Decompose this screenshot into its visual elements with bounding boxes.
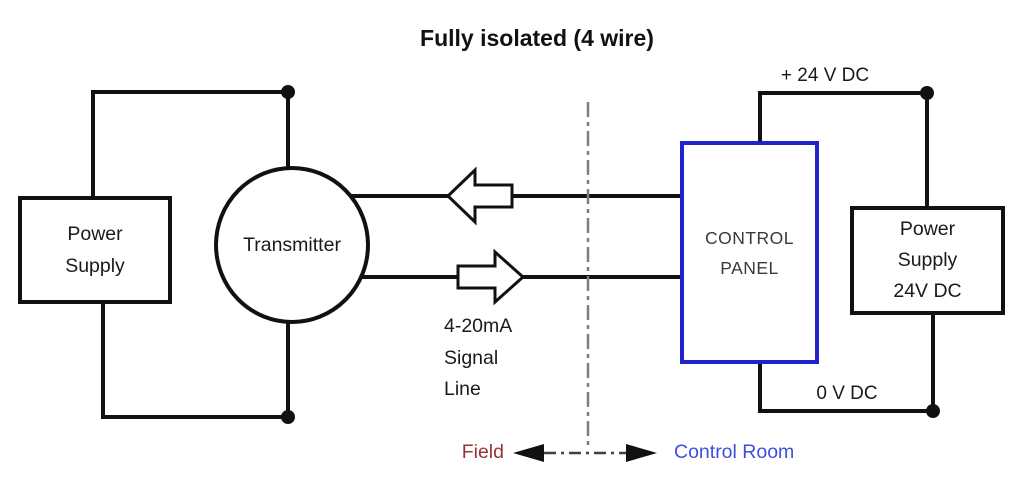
- plus-24v-dc-label: + 24 V DC: [780, 65, 870, 86]
- signal-line-label-line1: 4-20mA: [444, 315, 513, 337]
- right-power-supply-line1: Power: [899, 218, 956, 240]
- left-power-supply-label: Power Supply: [20, 198, 170, 302]
- wire-left-top-loop: [91, 90, 290, 198]
- control-panel-line1: CONTROL: [704, 227, 795, 248]
- wire-right-top-loop: [758, 91, 927, 143]
- junction-dot-bottom-left: [281, 410, 295, 424]
- control-panel-box: [680, 141, 819, 364]
- right-power-supply-line2: Supply: [897, 249, 958, 271]
- signal-line-label-line3: Line: [444, 378, 481, 400]
- right-power-supply-line3: 24V DC: [893, 280, 962, 302]
- transmitter-label: Transmitter: [243, 233, 341, 256]
- transmitter-circle: [214, 166, 370, 324]
- legend-arrow-left-icon: [513, 444, 544, 462]
- left-power-supply-line2: Supply: [65, 255, 125, 277]
- legend-arrow-right-icon: [626, 444, 657, 462]
- wire-right-bottom-loop: [758, 362, 933, 413]
- signal-line-label-line2: Signal: [444, 346, 499, 369]
- junction-dot-top-right: [920, 86, 934, 100]
- zero-v-dc-label: 0 V DC: [816, 383, 878, 404]
- arrow-right-icon: [456, 248, 526, 306]
- right-power-supply-box: [850, 206, 1005, 315]
- arrow-left-icon: [445, 166, 514, 226]
- control-panel-line2: PANEL: [720, 257, 779, 278]
- left-power-supply-box: [18, 196, 172, 304]
- junction-dot-bottom-right: [926, 404, 940, 418]
- control-room-label: Control Room: [674, 441, 795, 463]
- junction-dot-top-left: [281, 85, 295, 99]
- control-panel-label: CONTROL PANEL: [682, 143, 817, 362]
- left-power-supply-line1: Power: [67, 223, 123, 245]
- right-power-supply-label: Power Supply 24V DC: [852, 208, 1003, 313]
- wire-left-bottom-loop: [101, 302, 290, 419]
- field-label: Field: [461, 441, 504, 463]
- signal-line-label: 4-20mA Signal Line: [444, 311, 512, 406]
- diagram-title: Fully isolated (4 wire): [420, 25, 654, 51]
